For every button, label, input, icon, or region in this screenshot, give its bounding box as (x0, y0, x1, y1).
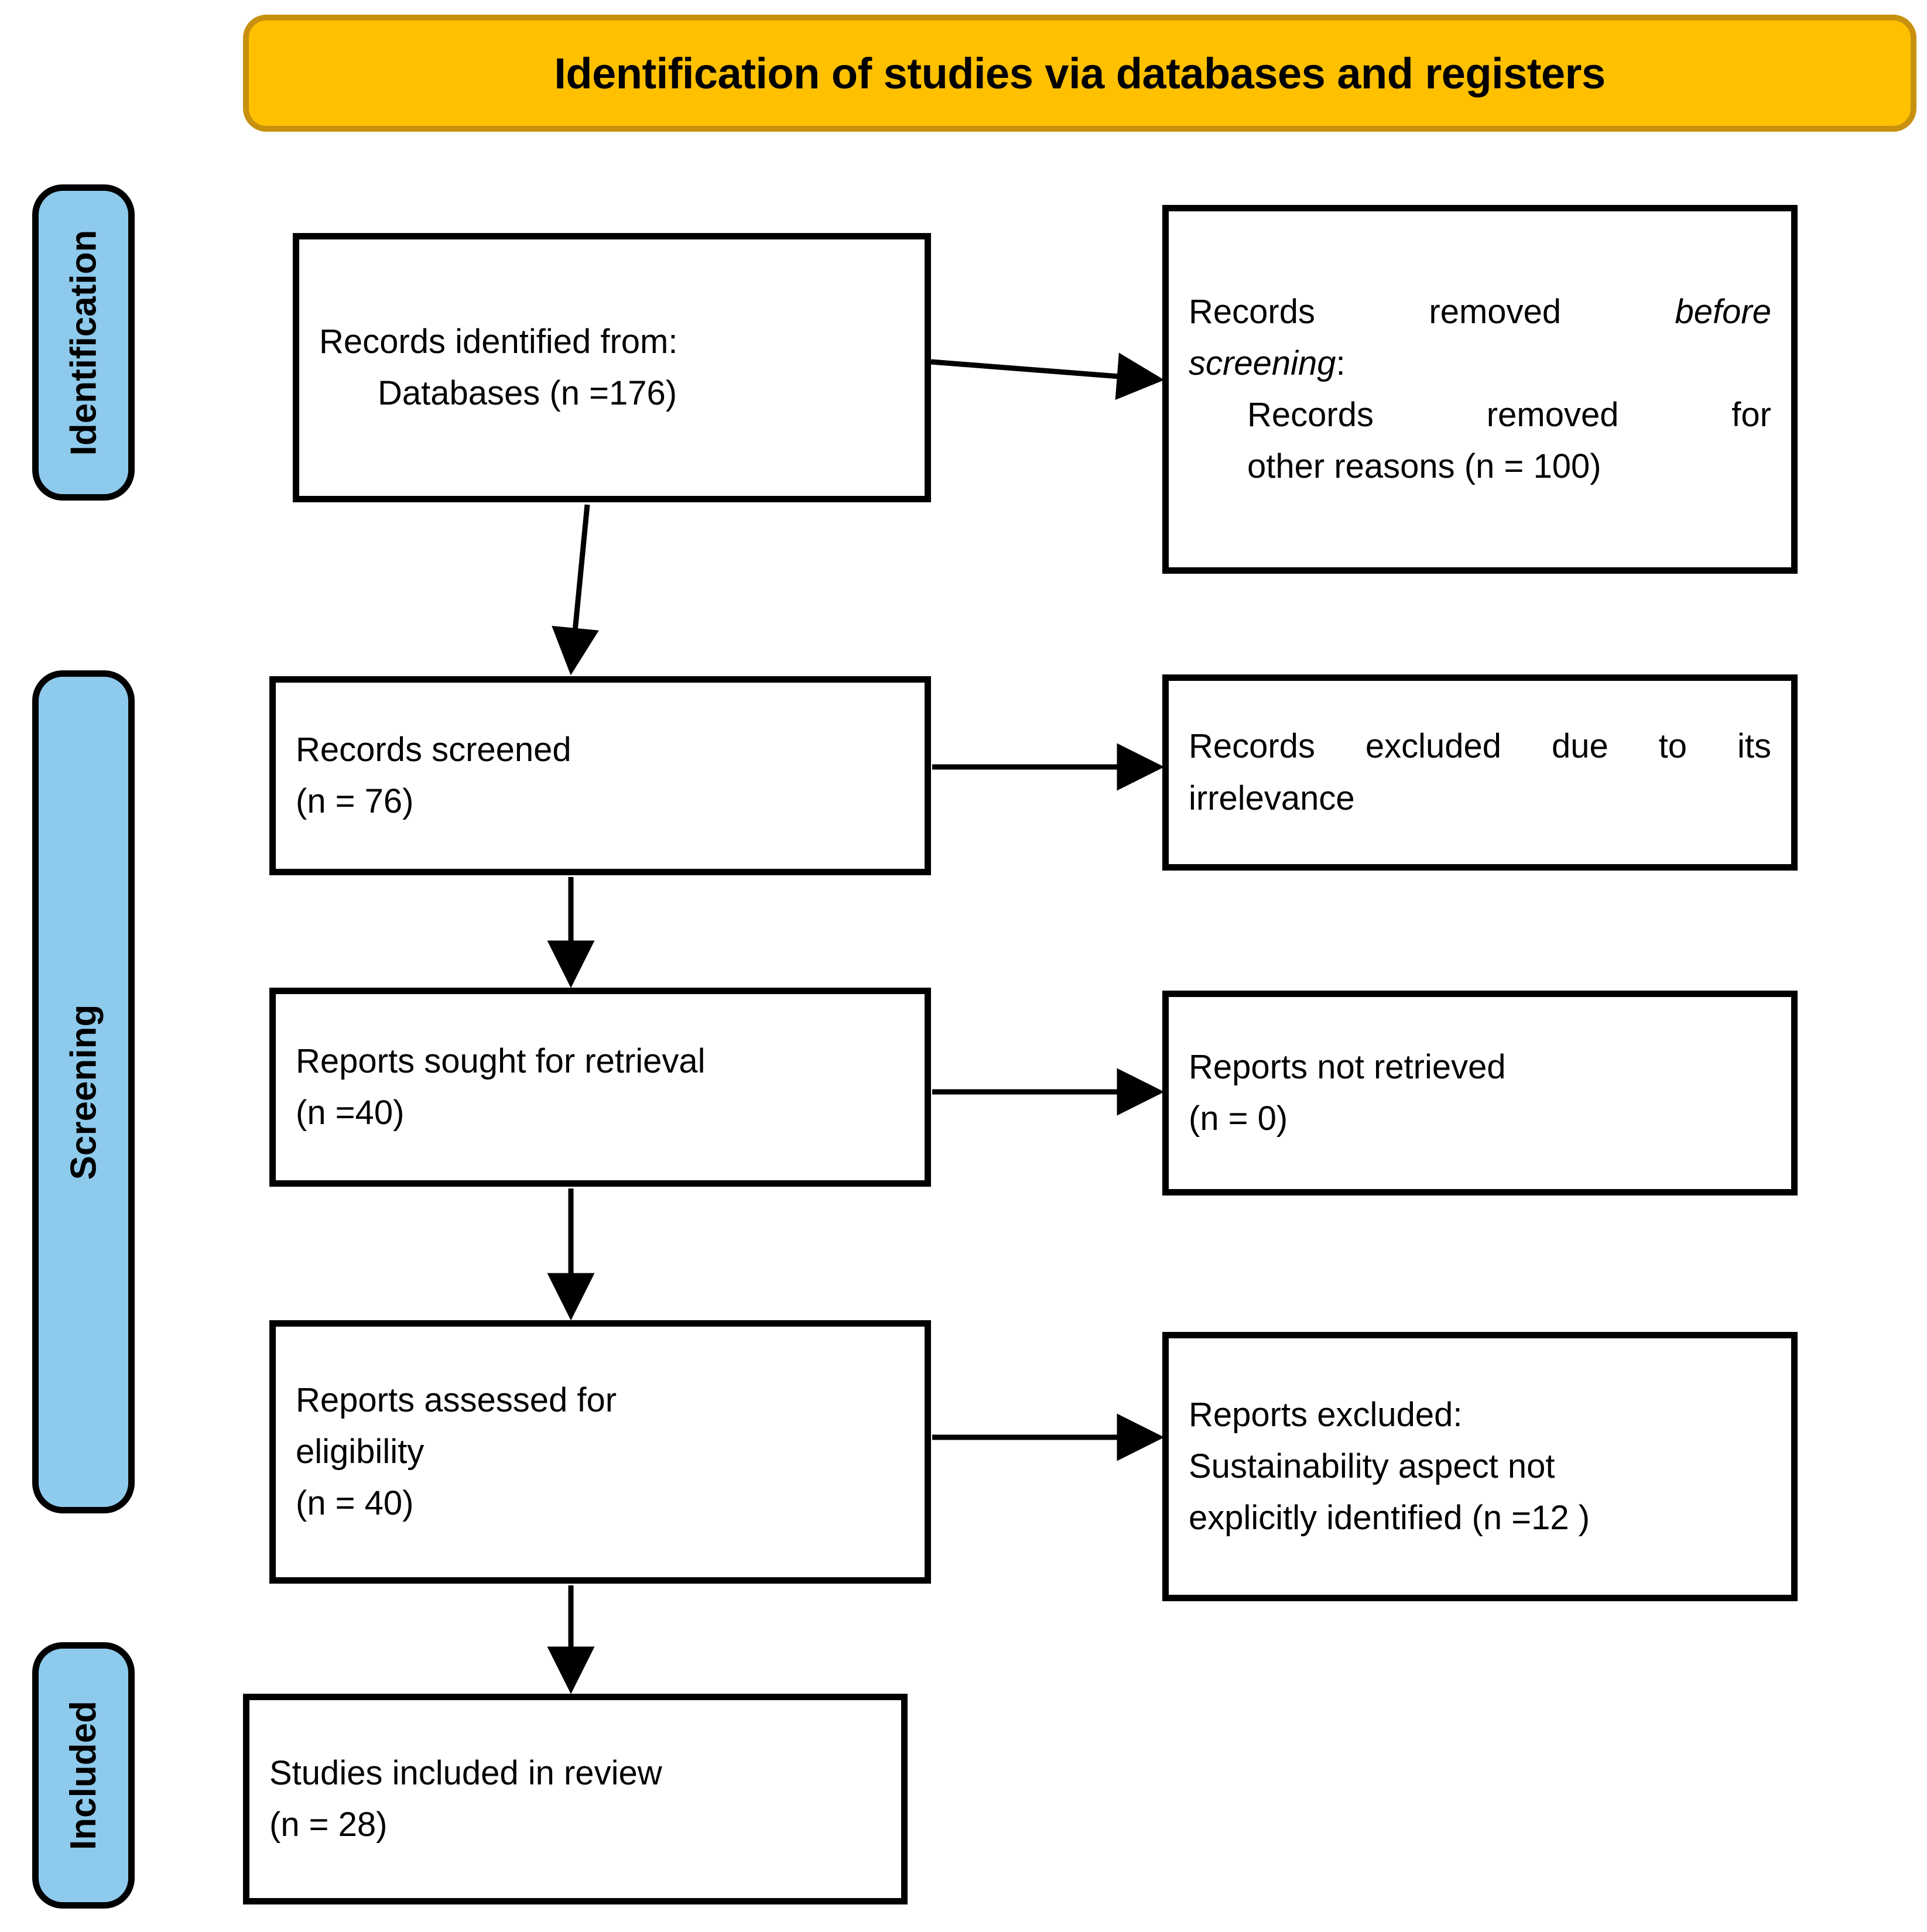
box-records-removed-line2-colon: : (1336, 344, 1346, 382)
box-reports-excluded-sustainability-line1: Reports excluded: (1189, 1395, 1463, 1434)
box-records-removed-line2-emphasis: screening (1189, 344, 1336, 382)
box-reports-not-retrieved: Reports not retrieved (n = 0) (1162, 991, 1798, 1195)
box-records-removed-line1-text: Records removed (1189, 292, 1675, 331)
box-reports-assessed-line2: eligibility (296, 1432, 425, 1471)
diagram-header-banner: Identification of studies via databases … (243, 15, 1916, 132)
box-records-identified: Records identified from: Databases (n =1… (293, 233, 931, 502)
box-reports-excluded-sustainability: Reports excluded: Sustainability aspect … (1162, 1332, 1798, 1601)
box-records-screened-line1: Records screened (296, 730, 571, 769)
box-records-excluded-irrelevance-line1: Records excluded due to its (1189, 727, 1771, 766)
box-records-excluded-irrelevance: Records excluded due to its irrelevance (1162, 674, 1798, 871)
box-studies-included-line1: Studies included in review (269, 1753, 662, 1792)
page-title: Identification of studies via databases … (554, 49, 1606, 98)
box-records-removed-line3: Records removed for (1247, 396, 1771, 434)
box-records-identified-line1: Records identified from: (319, 322, 678, 361)
stage-label-identification: Identification (32, 184, 135, 501)
box-reports-not-retrieved-line2: (n = 0) (1189, 1099, 1288, 1138)
box-records-removed-line1-emphasis: before (1675, 292, 1771, 331)
box-studies-included-line2: (n = 28) (269, 1806, 388, 1844)
box-records-removed-line2: screening: (1189, 338, 1771, 389)
box-reports-excluded-sustainability-line3: explicitly identified (n =12 ) (1189, 1499, 1590, 1537)
box-reports-sought-for-retrieval: Reports sought for retrieval (n =40) (269, 988, 931, 1187)
box-records-excluded-irrelevance-line2: irrelevance (1189, 779, 1355, 817)
box-records-identified-line2: Databases (n =176) (378, 374, 677, 412)
box-reports-excluded-sustainability-line2: Sustainability aspect not (1189, 1447, 1555, 1485)
box-reports-sought-line2: (n =40) (296, 1094, 405, 1132)
stage-label-identification-text: Identification (63, 229, 104, 455)
box-reports-assessed-line1: Reports assessed for (296, 1381, 617, 1419)
box-reports-assessed-line3: (n = 40) (296, 1484, 414, 1523)
box-records-screened: Records screened (n = 76) (269, 676, 931, 875)
box-records-screened-line2: (n = 76) (296, 782, 414, 820)
box-reports-assessed-for-eligibility: Reports assessed for eligibility (n = 40… (269, 1320, 931, 1584)
stage-label-included-text: Included (63, 1701, 104, 1850)
stage-label-screening: Screening (32, 670, 135, 1513)
arrow-identified-to-removed (930, 352, 1165, 400)
box-records-removed-before-screening: Records removed before screening: Record… (1162, 205, 1798, 574)
box-records-removed-line4: other reasons (n = 100) (1247, 447, 1601, 486)
arrow-identified-to-screened (552, 504, 599, 676)
box-records-removed-line1: Records removed before (1189, 286, 1771, 338)
stage-label-screening-text: Screening (63, 1004, 104, 1180)
box-reports-sought-line1: Reports sought for retrieval (296, 1042, 706, 1080)
box-studies-included-in-review: Studies included in review (n = 28) (243, 1694, 908, 1904)
stage-label-included: Included (32, 1642, 135, 1909)
box-reports-not-retrieved-line1: Reports not retrieved (1189, 1047, 1506, 1086)
